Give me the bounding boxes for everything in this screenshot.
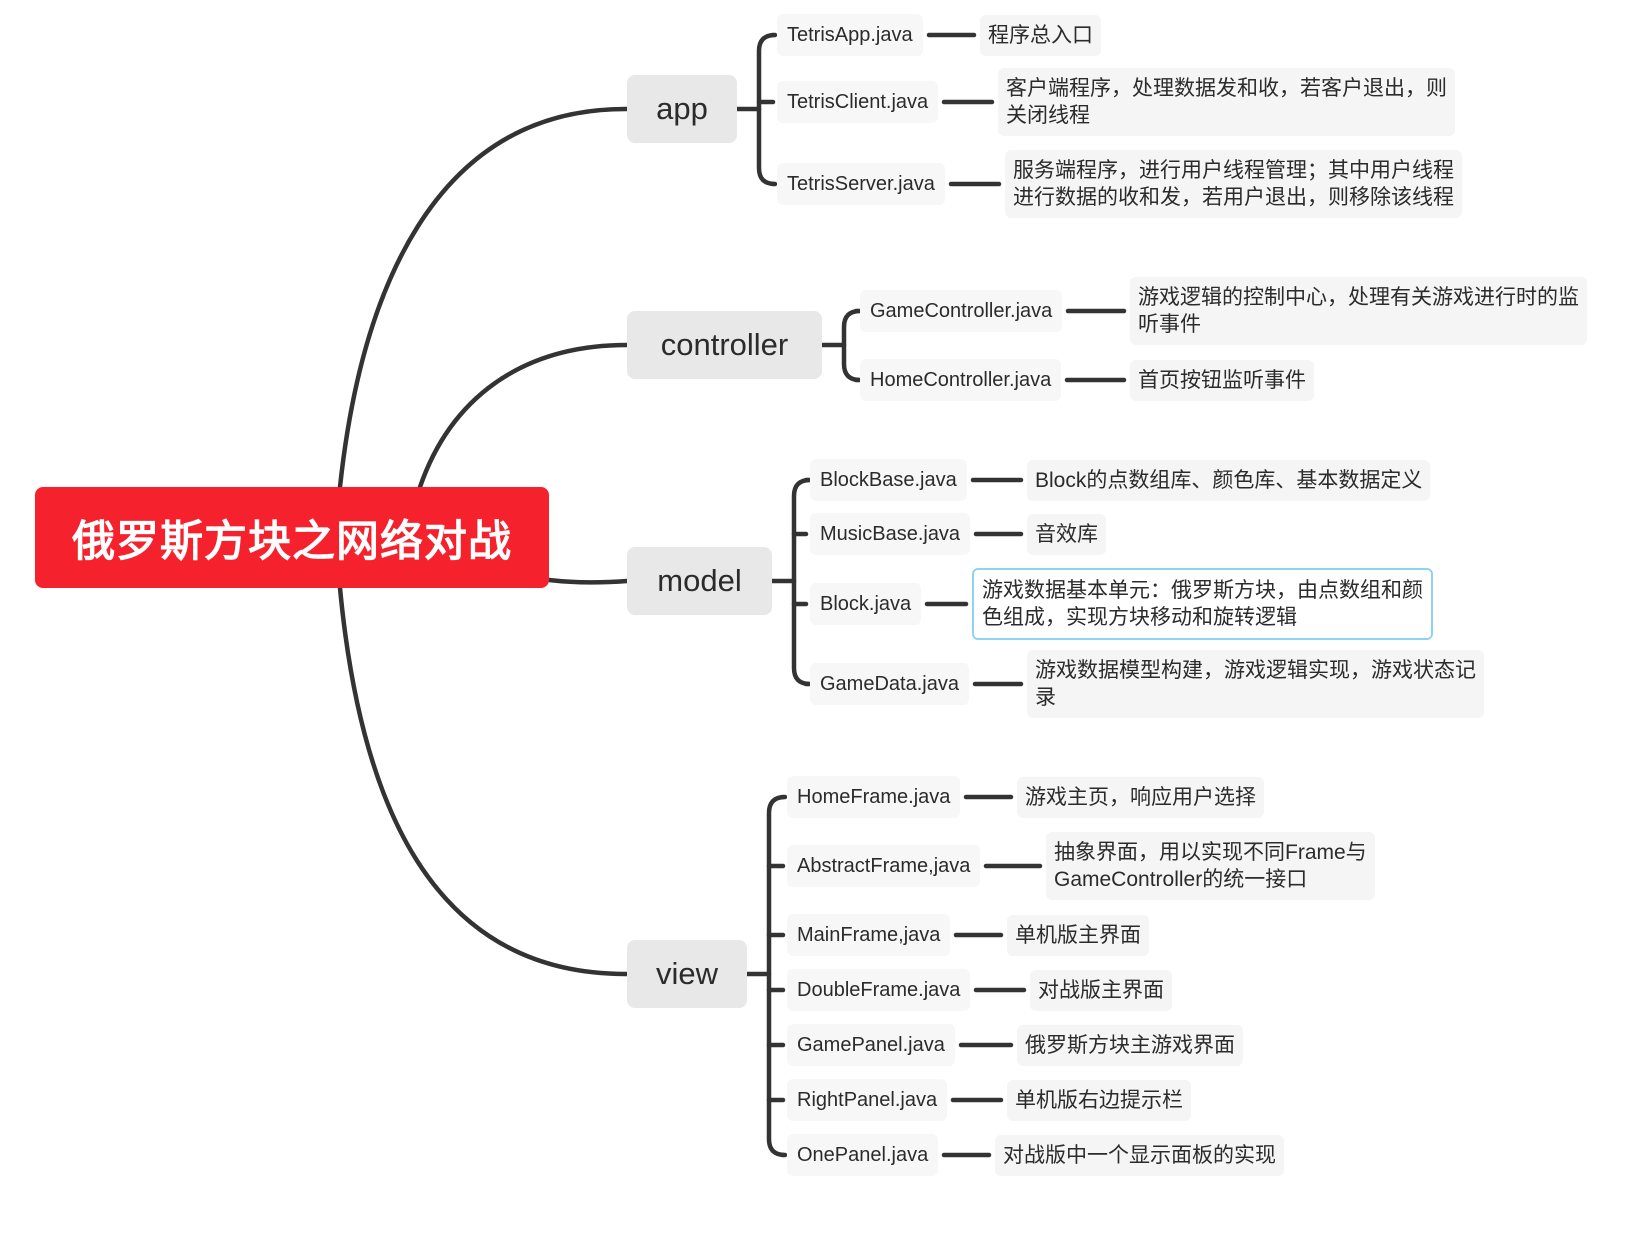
description-node[interactable]: 单机版主界面 — [1007, 914, 1149, 956]
description-line: 色组成，实现方块移动和旋转逻辑 — [982, 606, 1297, 629]
description-line: 单机版右边提示栏 — [1015, 1088, 1183, 1112]
file-node[interactable]: BlockBase.java — [810, 459, 967, 501]
description-node[interactable]: 游戏数据基本单元：俄罗斯方块，由点数组和颜色组成，实现方块移动和旋转逻辑 — [972, 568, 1433, 640]
description-line: Block的点数组库、颜色库、基本数据定义 — [1035, 468, 1423, 492]
file-node[interactable]: HomeController.java — [860, 359, 1062, 401]
description-line: 对战版主界面 — [1038, 978, 1164, 1002]
bracket-app — [756, 32, 778, 187]
description-node[interactable]: 程序总入口 — [980, 14, 1101, 56]
bracket-model — [791, 477, 813, 687]
description-node[interactable]: 游戏主页，响应用户选择 — [1017, 776, 1264, 818]
description-line: 抽象界面，用以实现不同Frame与 — [1054, 841, 1367, 864]
file-node[interactable]: MusicBase.java — [810, 513, 971, 555]
file-node[interactable]: OnePanel.java — [787, 1134, 939, 1176]
description-node[interactable]: 音效库 — [1027, 513, 1106, 555]
description-node[interactable]: 抽象界面，用以实现不同Frame与 GameController的统一接口 — [1046, 832, 1375, 900]
branch-view[interactable]: view — [627, 940, 747, 1008]
description-line: GameController的统一接口 — [1054, 868, 1308, 891]
description-line: 听事件 — [1138, 313, 1201, 336]
description-node[interactable]: 首页按钮监听事件 — [1130, 359, 1314, 401]
description-node[interactable]: 游戏逻辑的控制中心，处理有关游戏进行时的监听事件 — [1130, 277, 1587, 345]
description-line: 游戏数据基本单元：俄罗斯方块，由点数组和颜 — [982, 579, 1423, 602]
description-line: 游戏逻辑的控制中心，处理有关游戏进行时的监 — [1138, 286, 1579, 309]
description-line: 单机版主界面 — [1015, 923, 1141, 947]
description-line: 游戏数据模型构建，游戏逻辑实现，游戏状态记 — [1035, 659, 1476, 682]
file-node[interactable]: HomeFrame.java — [787, 776, 961, 818]
root-topic[interactable]: 俄罗斯方块之网络对战 — [35, 487, 549, 588]
description-node[interactable]: 客户端程序，处理数据发和收，若客户退出，则关闭线程 — [998, 68, 1455, 136]
link-root-to-view — [337, 585, 630, 977]
description-node[interactable]: 对战版中一个显示面板的实现 — [995, 1134, 1284, 1176]
description-node[interactable]: Block的点数组库、颜色库、基本数据定义 — [1027, 459, 1431, 501]
file-node[interactable]: DoubleFrame.java — [787, 969, 971, 1011]
description-line: 录 — [1035, 686, 1056, 709]
link-root-to-model — [546, 577, 630, 585]
description-line: 客户端程序，处理数据发和收，若客户退出，则 — [1006, 77, 1447, 100]
file-node[interactable]: GamePanel.java — [787, 1024, 955, 1066]
description-line: 服务端程序，进行用户线程管理；其中用户线程 — [1013, 159, 1454, 182]
link-root-to-app — [337, 106, 630, 490]
branch-app[interactable]: app — [627, 75, 737, 143]
bracket-view — [766, 794, 788, 1158]
description-node[interactable]: 游戏数据模型构建，游戏逻辑实现，游戏状态记录 — [1027, 650, 1484, 718]
file-node[interactable]: MainFrame,java — [787, 914, 951, 956]
file-node[interactable]: TetrisServer.java — [777, 163, 945, 205]
description-line: 关闭线程 — [1006, 104, 1090, 127]
description-node[interactable]: 单机版右边提示栏 — [1007, 1079, 1191, 1121]
file-node[interactable]: GameData.java — [810, 663, 969, 705]
link-root-to-controller — [417, 342, 630, 490]
description-line: 俄罗斯方块主游戏界面 — [1025, 1033, 1235, 1057]
file-node[interactable]: Block.java — [810, 583, 922, 625]
bracket-controller — [841, 308, 863, 383]
branch-model[interactable]: model — [627, 547, 772, 615]
file-node[interactable]: TetrisApp.java — [777, 14, 923, 56]
description-line: 游戏主页，响应用户选择 — [1025, 785, 1256, 809]
description-line: 首页按钮监听事件 — [1138, 368, 1306, 392]
description-line: 进行数据的收和发，若用户退出，则移除该线程 — [1013, 186, 1454, 209]
description-line: 对战版中一个显示面板的实现 — [1003, 1143, 1276, 1167]
description-line: 程序总入口 — [988, 23, 1093, 47]
description-node[interactable]: 对战版主界面 — [1030, 969, 1172, 1011]
branch-controller[interactable]: controller — [627, 311, 822, 379]
description-node[interactable]: 俄罗斯方块主游戏界面 — [1017, 1024, 1243, 1066]
file-node[interactable]: GameController.java — [860, 290, 1063, 332]
description-node[interactable]: 服务端程序，进行用户线程管理；其中用户线程进行数据的收和发，若用户退出，则移除该… — [1005, 150, 1462, 218]
file-node[interactable]: RightPanel.java — [787, 1079, 948, 1121]
description-line: 音效库 — [1035, 522, 1098, 546]
file-node[interactable]: TetrisClient.java — [777, 81, 939, 123]
file-node[interactable]: AbstractFrame,java — [787, 845, 981, 887]
